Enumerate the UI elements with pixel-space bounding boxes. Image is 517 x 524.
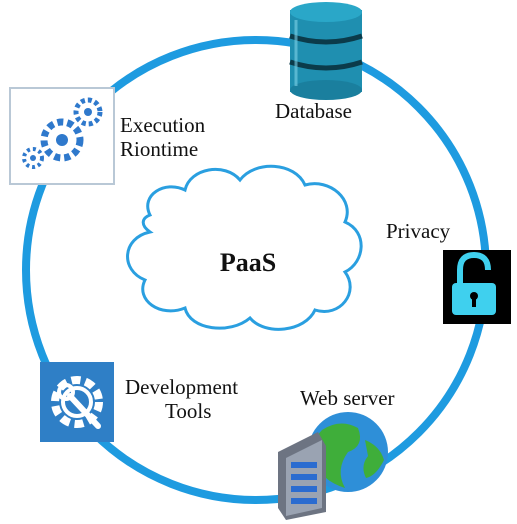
server-globe-icon <box>278 412 388 520</box>
web-server-label: Web server <box>300 386 395 410</box>
development-tools-label: Development Tools <box>125 375 275 423</box>
gear-wrench-icon <box>40 362 114 442</box>
cloud-icon <box>126 164 363 331</box>
development-tools-line-1: Development <box>125 375 239 399</box>
execution-runtime-line-1: Execution <box>120 113 206 137</box>
gears-icon <box>9 87 115 185</box>
paas-label: PaaS <box>219 248 277 277</box>
development-tools-line-2: Tools <box>165 399 212 423</box>
database-label: Database <box>275 99 352 123</box>
execution-runtime-label: Execution Riontime <box>120 113 240 161</box>
unlocked-padlock-icon <box>443 250 511 324</box>
privacy-label: Privacy <box>386 219 451 243</box>
database-icon <box>289 2 363 100</box>
execution-runtime-line-2: Riontime <box>120 137 199 161</box>
